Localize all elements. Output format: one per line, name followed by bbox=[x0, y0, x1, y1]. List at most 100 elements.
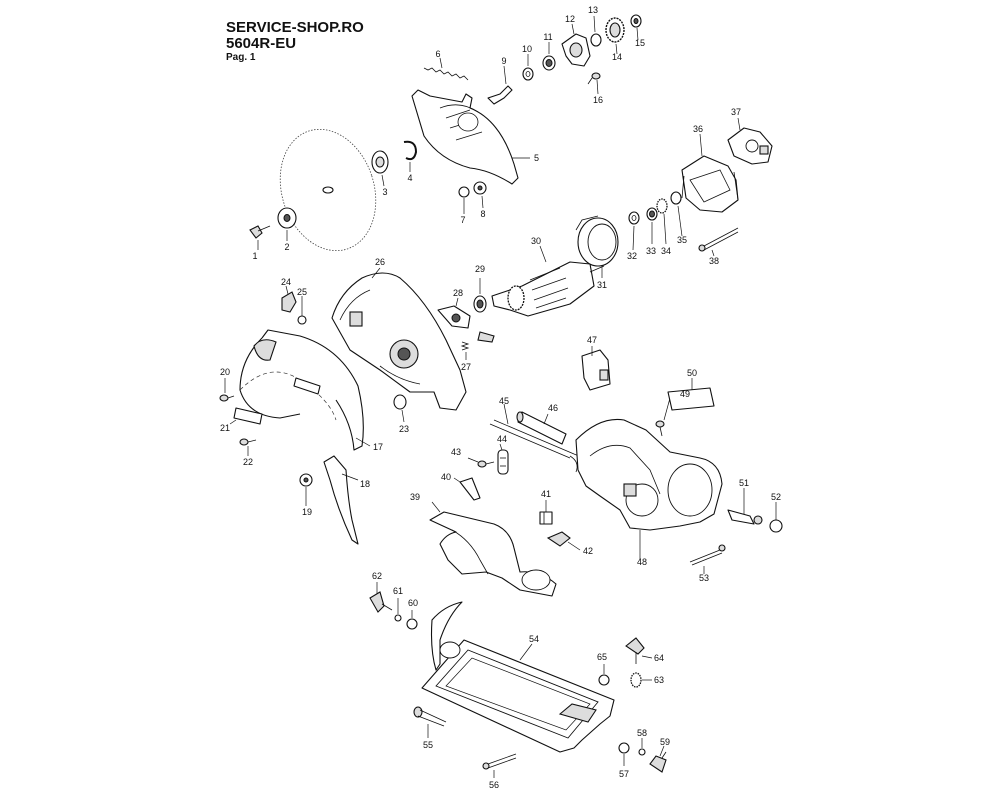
label-20: 20 bbox=[220, 367, 230, 377]
part-15-bearing bbox=[630, 14, 642, 41]
label-63: 63 bbox=[654, 675, 664, 685]
part-48-motor-housing bbox=[575, 418, 723, 560]
label-61: 61 bbox=[393, 586, 403, 596]
label-4: 4 bbox=[407, 173, 412, 183]
label-17: 17 bbox=[373, 442, 383, 452]
part-55-bolt bbox=[413, 706, 447, 738]
label-5: 5 bbox=[534, 153, 539, 163]
label-31: 31 bbox=[597, 280, 607, 290]
part-47-switch bbox=[581, 346, 611, 391]
label-41: 41 bbox=[541, 489, 551, 499]
label-29: 29 bbox=[475, 264, 485, 274]
saw-blade bbox=[279, 128, 377, 252]
part-40-switch-lever bbox=[453, 477, 481, 501]
label-30: 30 bbox=[531, 236, 541, 246]
part-61-washer bbox=[394, 598, 402, 622]
part-23-bushing bbox=[393, 394, 407, 423]
label-28: 28 bbox=[453, 288, 463, 298]
part-6-spring bbox=[423, 57, 469, 81]
part-27-spring bbox=[460, 341, 470, 360]
label-24: 24 bbox=[281, 277, 291, 287]
label-22: 22 bbox=[243, 457, 253, 467]
label-16: 16 bbox=[593, 95, 603, 105]
label-37: 37 bbox=[731, 107, 741, 117]
part-5-safety-cover bbox=[411, 89, 530, 185]
label-8: 8 bbox=[480, 209, 485, 219]
part-7-cap bbox=[458, 186, 470, 214]
label-23: 23 bbox=[399, 424, 409, 434]
label-53: 53 bbox=[699, 573, 709, 583]
part-51-brush bbox=[727, 488, 763, 525]
label-57: 57 bbox=[619, 769, 629, 779]
part-31-baffle bbox=[575, 215, 619, 278]
label-51: 51 bbox=[739, 478, 749, 488]
label-18: 18 bbox=[360, 479, 370, 489]
part-45-cord bbox=[489, 403, 584, 473]
part-22-screw bbox=[239, 438, 257, 456]
part-29-bearing bbox=[473, 278, 487, 313]
label-1: 1 bbox=[252, 251, 257, 261]
part-3-inner-flange bbox=[371, 150, 389, 187]
label-58: 58 bbox=[637, 728, 647, 738]
label-52: 52 bbox=[771, 492, 781, 502]
label-48: 48 bbox=[637, 557, 647, 567]
part-37-brush-holder bbox=[727, 117, 773, 165]
part-42-strain-relief bbox=[546, 531, 581, 551]
label-46: 46 bbox=[548, 403, 558, 413]
part-24-knob bbox=[281, 285, 297, 313]
part-63-spring bbox=[630, 672, 652, 688]
label-32: 32 bbox=[627, 251, 637, 261]
label-26: 26 bbox=[375, 257, 385, 267]
part-labels: 1 2 3 4 5 6 7 8 9 10 11 12 13 14 15 16 1… bbox=[220, 5, 781, 790]
label-6: 6 bbox=[435, 49, 440, 59]
part-14-gear bbox=[605, 17, 625, 55]
part-36-field bbox=[681, 133, 739, 213]
part-57-washer bbox=[618, 742, 630, 766]
part-54-base bbox=[421, 601, 615, 753]
part-58-washer bbox=[638, 738, 646, 756]
label-14: 14 bbox=[612, 52, 622, 62]
label-34: 34 bbox=[661, 246, 671, 256]
label-50: 50 bbox=[687, 368, 697, 378]
part-49-screw bbox=[655, 397, 671, 437]
part-28-retainer bbox=[437, 297, 495, 343]
part-60-washer bbox=[406, 610, 418, 630]
label-60: 60 bbox=[408, 598, 418, 608]
page-number: Pag. 1 bbox=[226, 52, 256, 63]
part-32-ring bbox=[628, 211, 640, 251]
label-9: 9 bbox=[501, 56, 506, 66]
part-65-knob bbox=[598, 664, 610, 686]
part-19-washer bbox=[299, 473, 313, 506]
label-10: 10 bbox=[522, 44, 532, 54]
part-11-bearing bbox=[542, 42, 556, 71]
label-11: 11 bbox=[543, 32, 552, 42]
part-17-blade-guard bbox=[239, 329, 371, 451]
label-27: 27 bbox=[461, 362, 471, 372]
part-64-wing-bolt bbox=[625, 637, 653, 664]
label-43: 43 bbox=[451, 447, 461, 457]
part-8-washer bbox=[473, 181, 487, 209]
label-19: 19 bbox=[302, 507, 312, 517]
label-54: 54 bbox=[529, 634, 539, 644]
label-12: 12 bbox=[565, 14, 575, 24]
part-21-label bbox=[229, 377, 321, 425]
part-44-cord-guard bbox=[497, 443, 509, 475]
label-55: 55 bbox=[423, 740, 433, 750]
label-56: 56 bbox=[489, 780, 499, 790]
label-25: 25 bbox=[297, 287, 307, 297]
part-53-bolt bbox=[689, 544, 726, 574]
label-65: 65 bbox=[597, 652, 607, 662]
part-56-bolt bbox=[482, 753, 517, 778]
part-13-ring bbox=[590, 15, 602, 47]
part-20-screw bbox=[219, 378, 235, 402]
part-10-ring bbox=[522, 54, 534, 81]
part-35-ring bbox=[670, 191, 683, 237]
label-62: 62 bbox=[372, 571, 382, 581]
part-39-handle-cover bbox=[429, 501, 557, 597]
label-44: 44 bbox=[497, 434, 507, 444]
diagram-header: SERVICE-SHOP.RO 5604R-EU Pag. 1 bbox=[226, 20, 364, 64]
label-59: 59 bbox=[660, 737, 670, 747]
part-62-wing-bolt bbox=[369, 582, 393, 613]
part-4-ring bbox=[403, 140, 418, 172]
